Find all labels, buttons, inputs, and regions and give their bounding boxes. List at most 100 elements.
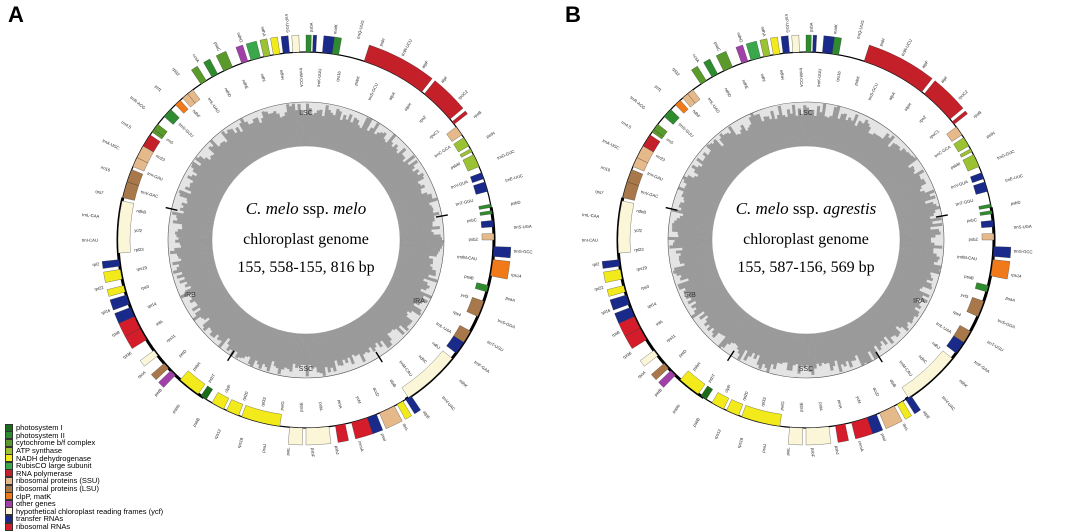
gc-ring-center	[712, 146, 900, 334]
gene-label: trnL-CAA	[582, 212, 600, 219]
gene-block	[109, 294, 130, 311]
gene-label: rrn5	[165, 137, 175, 146]
legend-swatch	[5, 454, 13, 463]
gene-label: trnD-GUC	[496, 149, 515, 161]
legend-swatch	[5, 461, 13, 470]
legend-label: transfer RNAs	[16, 514, 64, 524]
gene-label: accD	[372, 386, 381, 397]
inner-ring-inline	[711, 145, 901, 335]
gene-label: rpl23	[634, 247, 644, 253]
genome-species: C. melo	[246, 199, 299, 218]
gene-label: ycf1	[154, 84, 163, 93]
gene-label: trnP-UGG	[284, 14, 291, 33]
gene-label: clpP	[224, 384, 232, 394]
gene-block	[703, 58, 718, 78]
gene-block	[609, 294, 630, 311]
gene-label: rps18	[236, 436, 244, 448]
legend-label: photosystem I	[16, 423, 63, 433]
gene-label: trnM-CAU	[398, 359, 413, 377]
gene-block	[687, 89, 701, 104]
gene-label: psaB	[464, 274, 475, 281]
legend-label: clpP, matK	[16, 491, 52, 501]
gene-label: atpB	[889, 378, 898, 388]
gene-label: psbL	[818, 402, 824, 412]
gene-label: atpH	[403, 102, 412, 112]
gene-block	[812, 34, 817, 53]
gene-block	[424, 80, 464, 120]
gene-label: psbC	[467, 217, 477, 223]
gene-label: trnM-CAU	[898, 359, 913, 377]
gene-block	[974, 282, 989, 293]
region-boundary-tick	[435, 214, 448, 218]
gene-label: ycf1	[654, 84, 663, 93]
gene-block	[980, 220, 994, 228]
gene-block	[481, 233, 495, 241]
gene-label: atpA	[388, 91, 397, 101]
gene-label: petD	[678, 348, 688, 358]
gene-label: rps7	[95, 189, 105, 196]
legend-item: RNA polymerase	[5, 469, 195, 478]
gene-block	[901, 350, 953, 398]
gene-label: psbM	[950, 161, 962, 170]
gene-block	[851, 417, 873, 440]
gene-label: ndhB	[636, 208, 647, 215]
gene-label: rps18	[736, 436, 744, 448]
gene-block	[363, 44, 433, 93]
legend-label: NADH dehydrogenase	[16, 453, 92, 463]
gene-label: rps2	[918, 114, 928, 124]
gene-label: cemA	[857, 440, 865, 452]
gene-label: psaB	[964, 274, 975, 281]
legend-swatch	[5, 522, 13, 531]
gene-block	[446, 335, 464, 354]
gene-label: ndhI	[760, 73, 767, 82]
gene-label: rpl16	[101, 307, 112, 315]
gene-label: ndhC	[418, 354, 429, 365]
gene-label: trnN-GUU	[178, 122, 195, 138]
gene-label: trnT-UGU	[486, 339, 504, 352]
gene-label: psbZ	[469, 237, 479, 242]
gene-label: rpoC2	[957, 89, 969, 101]
gene-block	[312, 34, 317, 53]
gene-label: psbD	[510, 200, 520, 207]
gene-label: trnT-GGU	[955, 198, 974, 207]
gene-label: trnI-GAU	[647, 171, 664, 182]
gene-block	[946, 335, 964, 354]
gene-label: trnC-GCA	[433, 144, 451, 158]
gene-block	[117, 200, 135, 254]
region-label-ssc: SSC	[299, 366, 313, 373]
gene-label: trnS-GCU	[367, 82, 379, 101]
gene-label: rrn5	[665, 137, 675, 146]
genome-size: 155, 558-155, 816 bp	[237, 259, 374, 276]
gene-block	[973, 181, 988, 195]
gene-label: trnS-GCU	[867, 82, 879, 101]
gene-label: clpP	[724, 384, 732, 394]
gene-label: psbN	[171, 403, 181, 414]
gene-label: ndhG	[236, 32, 244, 43]
legend-label: ribosomal RNAs	[16, 522, 71, 532]
gene-label: petA	[337, 399, 344, 409]
gene-label: rps14	[1011, 272, 1023, 279]
gene-label: psbB	[692, 417, 701, 428]
legend-swatch	[5, 446, 13, 455]
gene-label: psaA	[505, 295, 516, 303]
gene-label: ndhI	[260, 73, 267, 82]
gene-label: atpI	[940, 75, 948, 84]
gene-block	[245, 40, 261, 61]
gene-label: rpoC1	[428, 128, 441, 140]
gene-label: trnE-UUC	[505, 173, 524, 183]
gene-label: rrn16	[100, 165, 112, 173]
gene-block	[711, 392, 730, 410]
gene-label: trnE-UUC	[1005, 173, 1024, 183]
region-label-ssc: SSC	[799, 366, 813, 373]
gene-block	[905, 395, 921, 415]
gene-label: psbI	[378, 38, 386, 47]
gene-label: psbH	[191, 361, 201, 372]
gene-label: ndhK	[458, 378, 469, 388]
legend-swatch	[5, 438, 13, 447]
gene-block	[158, 370, 176, 388]
gene-label: rpoB	[972, 110, 982, 119]
genome-subtitle: chloroplast genome	[243, 231, 369, 248]
gene-block	[480, 220, 494, 228]
gene-label: ndhE	[741, 79, 749, 90]
gene-label: rrn4.5	[120, 120, 132, 130]
